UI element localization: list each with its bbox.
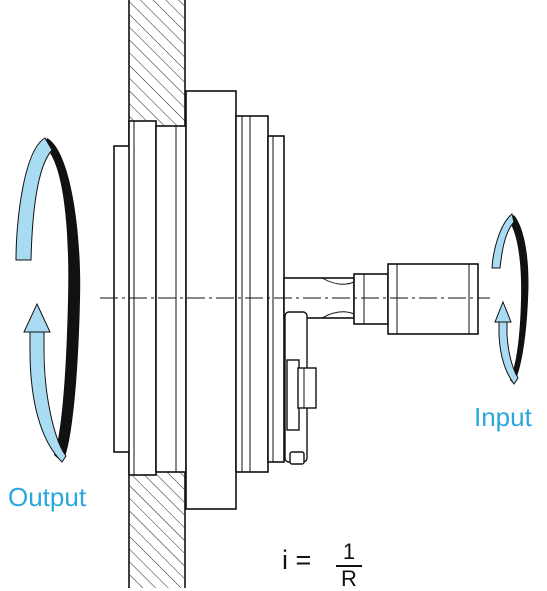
input-rotation-arrow-icon	[491, 213, 529, 385]
input-label: Input	[474, 402, 532, 432]
output-label: Output	[8, 482, 87, 512]
ratio-formula: i = 1 R	[282, 539, 372, 591]
gearbox-housing	[113, 90, 285, 510]
formula-lhs: i =	[282, 545, 312, 575]
output-rotation-arrow-icon	[15, 137, 81, 463]
formula-fraction-bar	[336, 565, 362, 567]
formula-numerator: 1	[342, 539, 356, 564]
formula-denominator: R	[341, 566, 357, 591]
lever-assembly	[284, 311, 317, 465]
input-shaft	[283, 263, 479, 335]
